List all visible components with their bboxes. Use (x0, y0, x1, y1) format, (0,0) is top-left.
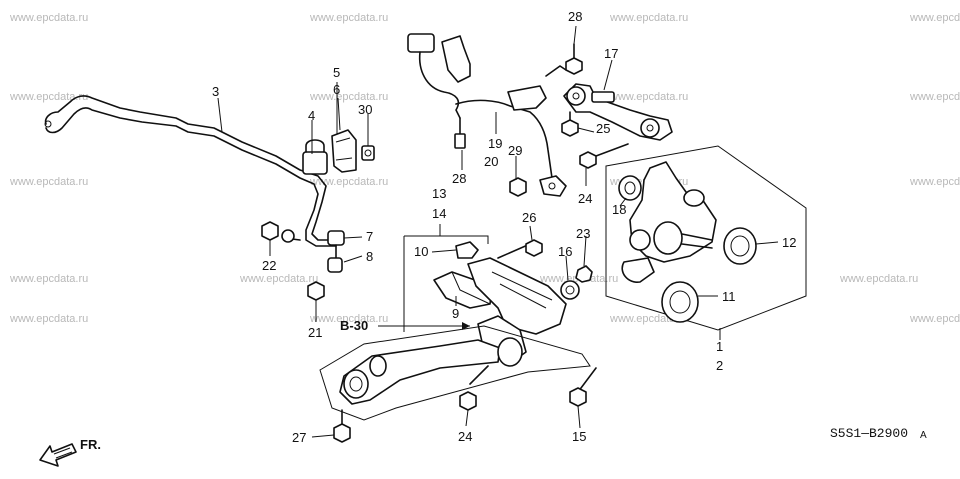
callout-24-upper: 24 (578, 191, 592, 206)
callout-25: 25 (596, 121, 610, 136)
callout-3: 3 (212, 84, 219, 99)
nuts-drawing (261, 221, 325, 301)
callout-5: 5 (333, 65, 340, 80)
bolt-26-drawing (497, 239, 543, 259)
diagram-code-suffix: A (920, 430, 927, 441)
callout-30: 30 (358, 102, 372, 117)
watermark-text: www.epcdata.ru (609, 12, 688, 24)
front-arrow-icon: FR. (39, 437, 101, 467)
callout-24-lower: 24 (458, 429, 472, 444)
callout-8: 8 (366, 249, 373, 264)
callout-27: 27 (292, 430, 306, 445)
leader-lines (217, 25, 779, 438)
callout-numbers: 3 5 6 4 30 7 8 22 21 28 17 19 20 29 28 2… (212, 9, 796, 445)
stabilizer-bushing-drawing (302, 129, 375, 175)
callout-4: 4 (308, 108, 315, 123)
watermark-text: www.epcdata.ru (909, 176, 960, 188)
front-label: FR. (80, 437, 101, 452)
watermark-text: www.epcdata.ru (9, 91, 88, 103)
callout-29: 29 (508, 143, 522, 158)
stabilizer-bar-drawing (44, 95, 337, 247)
ref-arrow-b30 (378, 322, 470, 330)
knuckle-box-drawing (605, 145, 807, 331)
bolt-29-drawing (509, 177, 527, 197)
bolt-27-drawing (333, 409, 351, 443)
watermark-text: www.epcdata.ru (9, 313, 88, 325)
callout-7: 7 (366, 229, 373, 244)
watermark-text: www.epcdata.ru (609, 91, 688, 103)
watermark-text: www.epcdata.ru (9, 273, 88, 285)
callout-2: 2 (716, 358, 723, 373)
bolt-24-upper-drawing (579, 143, 629, 169)
callout-17: 17 (604, 46, 618, 61)
callout-11: 11 (722, 289, 736, 304)
callout-16: 16 (558, 244, 572, 259)
diagram-code: S5S1—B2900 (830, 426, 908, 441)
callout-22: 22 (262, 258, 276, 273)
bushing-10-drawing (455, 241, 479, 259)
callout-19: 19 (488, 136, 502, 151)
callout-20: 20 (484, 154, 498, 169)
callout-6: 6 (333, 82, 340, 97)
callout-12: 12 (782, 235, 796, 250)
callout-26: 26 (522, 210, 536, 225)
watermark-text: www.epcdata.ru (9, 12, 88, 24)
callout-23: 23 (576, 226, 590, 241)
bolt-25-drawing (561, 111, 579, 137)
callout-14: 14 (432, 206, 446, 221)
watermark-text: www.epcdata.ru (239, 273, 318, 285)
callout-28-bottom: 28 (452, 171, 466, 186)
watermark-text: www.epcdata.ru (909, 313, 960, 325)
watermark-text: www.epcdata.ru (309, 313, 388, 325)
trailing-arm-drawing (319, 325, 591, 421)
callout-9: 9 (452, 306, 459, 321)
washer-nut-drawing (560, 265, 593, 300)
watermark-text: www.epcdata.ru (909, 12, 960, 24)
group-bracket-13-14 (403, 224, 489, 332)
abs-sensor-harness-drawing (407, 33, 567, 197)
callout-28-top: 28 (568, 9, 582, 24)
stabilizer-link-drawing (281, 229, 345, 273)
watermark-text: www.epcdata.ru (309, 91, 388, 103)
callout-21: 21 (308, 325, 322, 340)
callout-18: 18 (612, 202, 626, 217)
watermark-text: www.epcdata.ru (309, 12, 388, 24)
watermark-text: www.epcdata.ru (9, 176, 88, 188)
watermark-text: www.epcdata.ru (839, 273, 918, 285)
upper-arm-drawing (563, 83, 673, 141)
bolt-28-top-drawing (565, 43, 583, 75)
callout-13: 13 (432, 186, 446, 201)
ref-label-b30: B-30 (340, 318, 368, 333)
callout-10: 10 (414, 244, 428, 259)
watermark-text: www.epcdata.ru (909, 91, 960, 103)
bolt-15-drawing (569, 367, 597, 407)
callout-1: 1 (716, 339, 723, 354)
callout-15: 15 (572, 429, 586, 444)
watermark-text: www.epcdata.ru (309, 176, 388, 188)
